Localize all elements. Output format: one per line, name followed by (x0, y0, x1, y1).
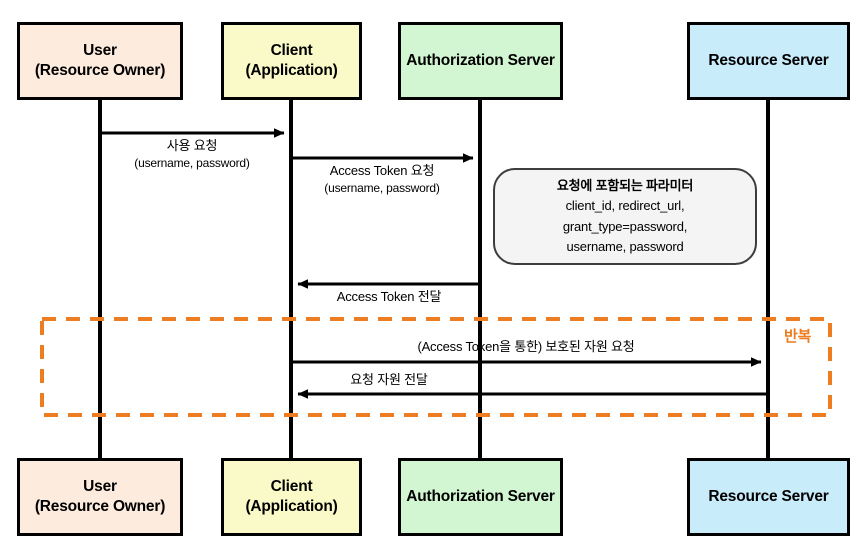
actor-label-authorization-server-line1: Authorization Server (406, 52, 555, 70)
message-label-access-token-request: Access Token 요청 (username, password) (291, 162, 473, 196)
actor-label-user-line2: (Resource Owner) (34, 62, 166, 79)
message-subtext-use-request: (username, password) (134, 155, 250, 170)
message-label-resource-response: 요청 자원 전달 (298, 371, 480, 389)
message-label-use-request: 사용 요청 (username, password) (100, 137, 284, 171)
note-line-1: client_id, redirect_url, (565, 198, 685, 214)
message-text-protected-resource-request: (Access Token을 통한) 보호된 자원 요청 (417, 339, 635, 354)
message-label-access-token-response: Access Token 전달 (298, 288, 480, 306)
actor-box-authorization-server-bottom[interactable]: Authorization Server (398, 458, 563, 536)
message-text-resource-response: 요청 자원 전달 (350, 372, 428, 387)
actor-box-client-bottom[interactable]: Client (Application) (221, 458, 362, 536)
actor-label-user-line1: User (83, 42, 117, 60)
actor-box-authorization-server-top[interactable]: Authorization Server (398, 22, 563, 100)
actor-label-client-bottom-line2: (Application) (245, 498, 338, 515)
actor-label-user-bottom-line2: (Resource Owner) (34, 498, 166, 515)
note-line-2: grant_type=password, (562, 218, 688, 234)
note-line-3: username, password (566, 238, 684, 254)
message-text-use-request: 사용 요청 (166, 138, 218, 153)
actor-box-user-top[interactable]: User (Resource Owner) (17, 22, 183, 100)
actor-label-resource-server-line1: Resource Server (708, 52, 829, 70)
actor-label-user-bottom-line1: User (83, 478, 117, 496)
actor-label-client-line2: (Application) (245, 62, 338, 79)
loop-label-repeat: 반복 (784, 328, 812, 345)
loop-frame (40, 317, 832, 417)
actor-box-client-top[interactable]: Client (Application) (221, 22, 362, 100)
note-request-parameters: 요청에 포함되는 파라미터 client_id, redirect_url, g… (493, 168, 757, 265)
message-text-access-token-response: Access Token 전달 (336, 289, 442, 304)
actor-box-resource-server-top[interactable]: Resource Server (687, 22, 850, 100)
actor-label-client-bottom-line1: Client (270, 478, 313, 496)
actor-label-client-line1: Client (270, 42, 313, 60)
actor-label-resource-server-bottom-line1: Resource Server (708, 488, 829, 506)
actor-label-authorization-server-bottom-line1: Authorization Server (406, 488, 555, 506)
message-subtext-access-token-request: (username, password) (324, 180, 440, 195)
message-label-protected-resource-request: (Access Token을 통한) 보호된 자원 요청 (291, 338, 761, 356)
actor-box-resource-server-bottom[interactable]: Resource Server (687, 458, 850, 536)
note-title: 요청에 포함되는 파라미터 (556, 178, 694, 194)
actor-box-user-bottom[interactable]: User (Resource Owner) (17, 458, 183, 536)
message-text-access-token-request: Access Token 요청 (329, 163, 435, 178)
